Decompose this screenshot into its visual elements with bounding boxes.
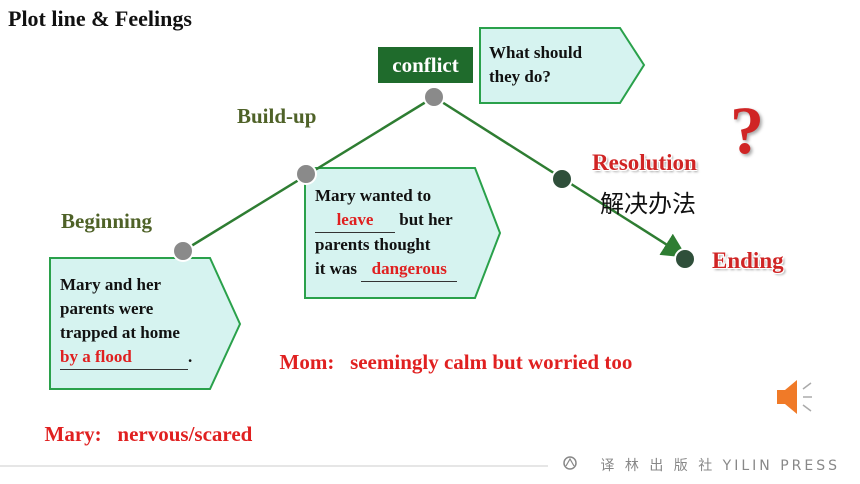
beginning-line: Mary and her: [60, 275, 162, 294]
beginning-line-end: .: [188, 347, 193, 366]
page-title: Plot line & Feelings: [8, 6, 192, 31]
blank-answer-dangerous: dangerous: [361, 257, 458, 282]
beginning-line: by a flood.: [60, 345, 192, 370]
publisher-logo-icon: [563, 456, 577, 470]
buildup-callout-text: Mary wanted to leave but her parents tho…: [315, 184, 458, 282]
speaker-icon[interactable]: [777, 380, 812, 414]
conflict-callout-text: What should they do?: [489, 41, 582, 89]
conflict-label: conflict: [378, 47, 473, 83]
buildup-line: Mary wanted to: [315, 186, 432, 205]
buildup-line: it was dangerous: [315, 257, 458, 282]
buildup-callout-shape: [304, 167, 502, 299]
mary-feeling-text: nervous/scared: [117, 422, 253, 446]
stage-ending: Ending: [712, 248, 784, 273]
mom-feeling: Mom: seemingly calm but worried too: [269, 325, 633, 375]
question-mark: ?: [730, 92, 764, 168]
ending-node: [674, 248, 696, 270]
conflict-callout-line: they do?: [489, 67, 551, 86]
mary-label: Mary:: [44, 422, 102, 446]
mom-label: Mom:: [279, 350, 335, 374]
beginning-node: [172, 240, 194, 262]
stage-resolution: Resolution: [592, 150, 697, 175]
blank-answer-flood: by a flood: [60, 345, 188, 370]
publisher-footer: 译 林 出 版 社 YILIN PRESS: [600, 458, 840, 474]
conflict-callout-line: What should: [489, 43, 583, 62]
buildup-line: leave but her: [315, 208, 457, 233]
buildup-line-before: it was: [315, 259, 362, 278]
resolution-node: [551, 168, 573, 190]
beginning-line: parents were: [60, 299, 154, 318]
mary-feeling: Mary: nervous/scared: [34, 397, 253, 447]
conflict-callout-shape: [479, 27, 646, 104]
stage-beginning: Beginning: [61, 209, 153, 233]
buildup-line: parents thought: [315, 235, 431, 254]
blank-answer-leave: leave: [315, 208, 395, 233]
publisher-logo-mark: [565, 457, 575, 467]
beginning-callout-text: Mary and her parents were trapped at hom…: [60, 273, 192, 370]
beginning-line: trapped at home: [60, 323, 180, 342]
conflict-node: [423, 86, 445, 108]
stage-build-up: Build-up: [237, 104, 317, 128]
buildup-line-after: but her: [395, 210, 453, 229]
mom-feeling-text: seemingly calm but worried too: [350, 350, 633, 374]
buildup-node: [295, 163, 317, 185]
stage-resolution-chinese: 解决办法: [600, 190, 696, 218]
